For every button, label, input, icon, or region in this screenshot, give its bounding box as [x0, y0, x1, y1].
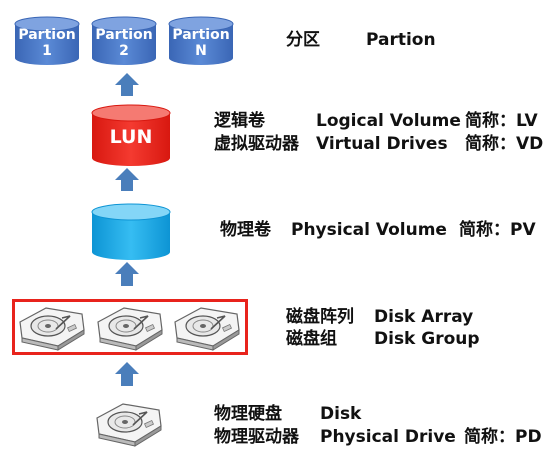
physical-volume-en: Physical Volume: [291, 220, 447, 240]
pv-cylinder: [91, 203, 171, 260]
physical-volume-cn: 物理卷: [220, 220, 271, 240]
hard-drive-icon: [96, 403, 162, 447]
physical-drive-abbr: 简称：PD: [464, 427, 542, 447]
logical-volume-abbr: 简称：LV: [465, 111, 538, 131]
partition-cylinder-1: [14, 16, 80, 65]
logical-volume-cn: 逻辑卷: [214, 111, 265, 131]
arrow-up-icon: [115, 362, 139, 386]
partition-n-label: Partion N: [169, 27, 233, 59]
arrow-up-icon: [115, 262, 139, 286]
partition-2-label: Partion 2: [92, 27, 156, 59]
disk-array-cn: 磁盘阵列: [286, 307, 354, 327]
arrow-up-icon: [115, 168, 139, 191]
disk-array-en: Disk Array: [374, 307, 474, 327]
physical-disk-en: Disk: [320, 404, 362, 424]
lun-label: LUN: [109, 126, 153, 148]
virtual-drives-en: Virtual Drives: [316, 134, 448, 154]
physical-volume-abbr: 简称：PV: [459, 220, 536, 240]
partition-label-cn: 分区: [286, 30, 320, 50]
lun-cylinder: [91, 104, 171, 166]
physical-drive-cn: 物理驱动器: [214, 427, 299, 447]
disk-group-en: Disk Group: [374, 329, 480, 349]
physical-disk-cn: 物理硬盘: [214, 404, 282, 424]
virtual-drives-cn: 虚拟驱动器: [214, 134, 299, 154]
partition-cylinder-n: [168, 16, 234, 65]
partition-1-line2: 1: [42, 43, 52, 59]
partition-2-line1: Partion: [95, 27, 153, 43]
partition-1-line1: Partion: [18, 27, 76, 43]
logical-volume-en: Logical Volume: [316, 111, 461, 131]
partition-1-label: Partion 1: [15, 27, 79, 59]
partition-label-en: Partion: [366, 30, 436, 50]
partition-2-line2: 2: [119, 43, 129, 59]
partition-n-line2: N: [195, 43, 207, 59]
disk-group-cn: 磁盘组: [286, 329, 337, 349]
physical-drive-en: Physical Drive: [320, 427, 456, 447]
virtual-drives-abbr: 简称：VD: [465, 134, 544, 154]
partition-cylinder-2: [91, 16, 157, 65]
partition-n-line1: Partion: [172, 27, 230, 43]
disk-array-highlight-box: [12, 299, 248, 355]
arrow-up-icon: [115, 73, 139, 96]
